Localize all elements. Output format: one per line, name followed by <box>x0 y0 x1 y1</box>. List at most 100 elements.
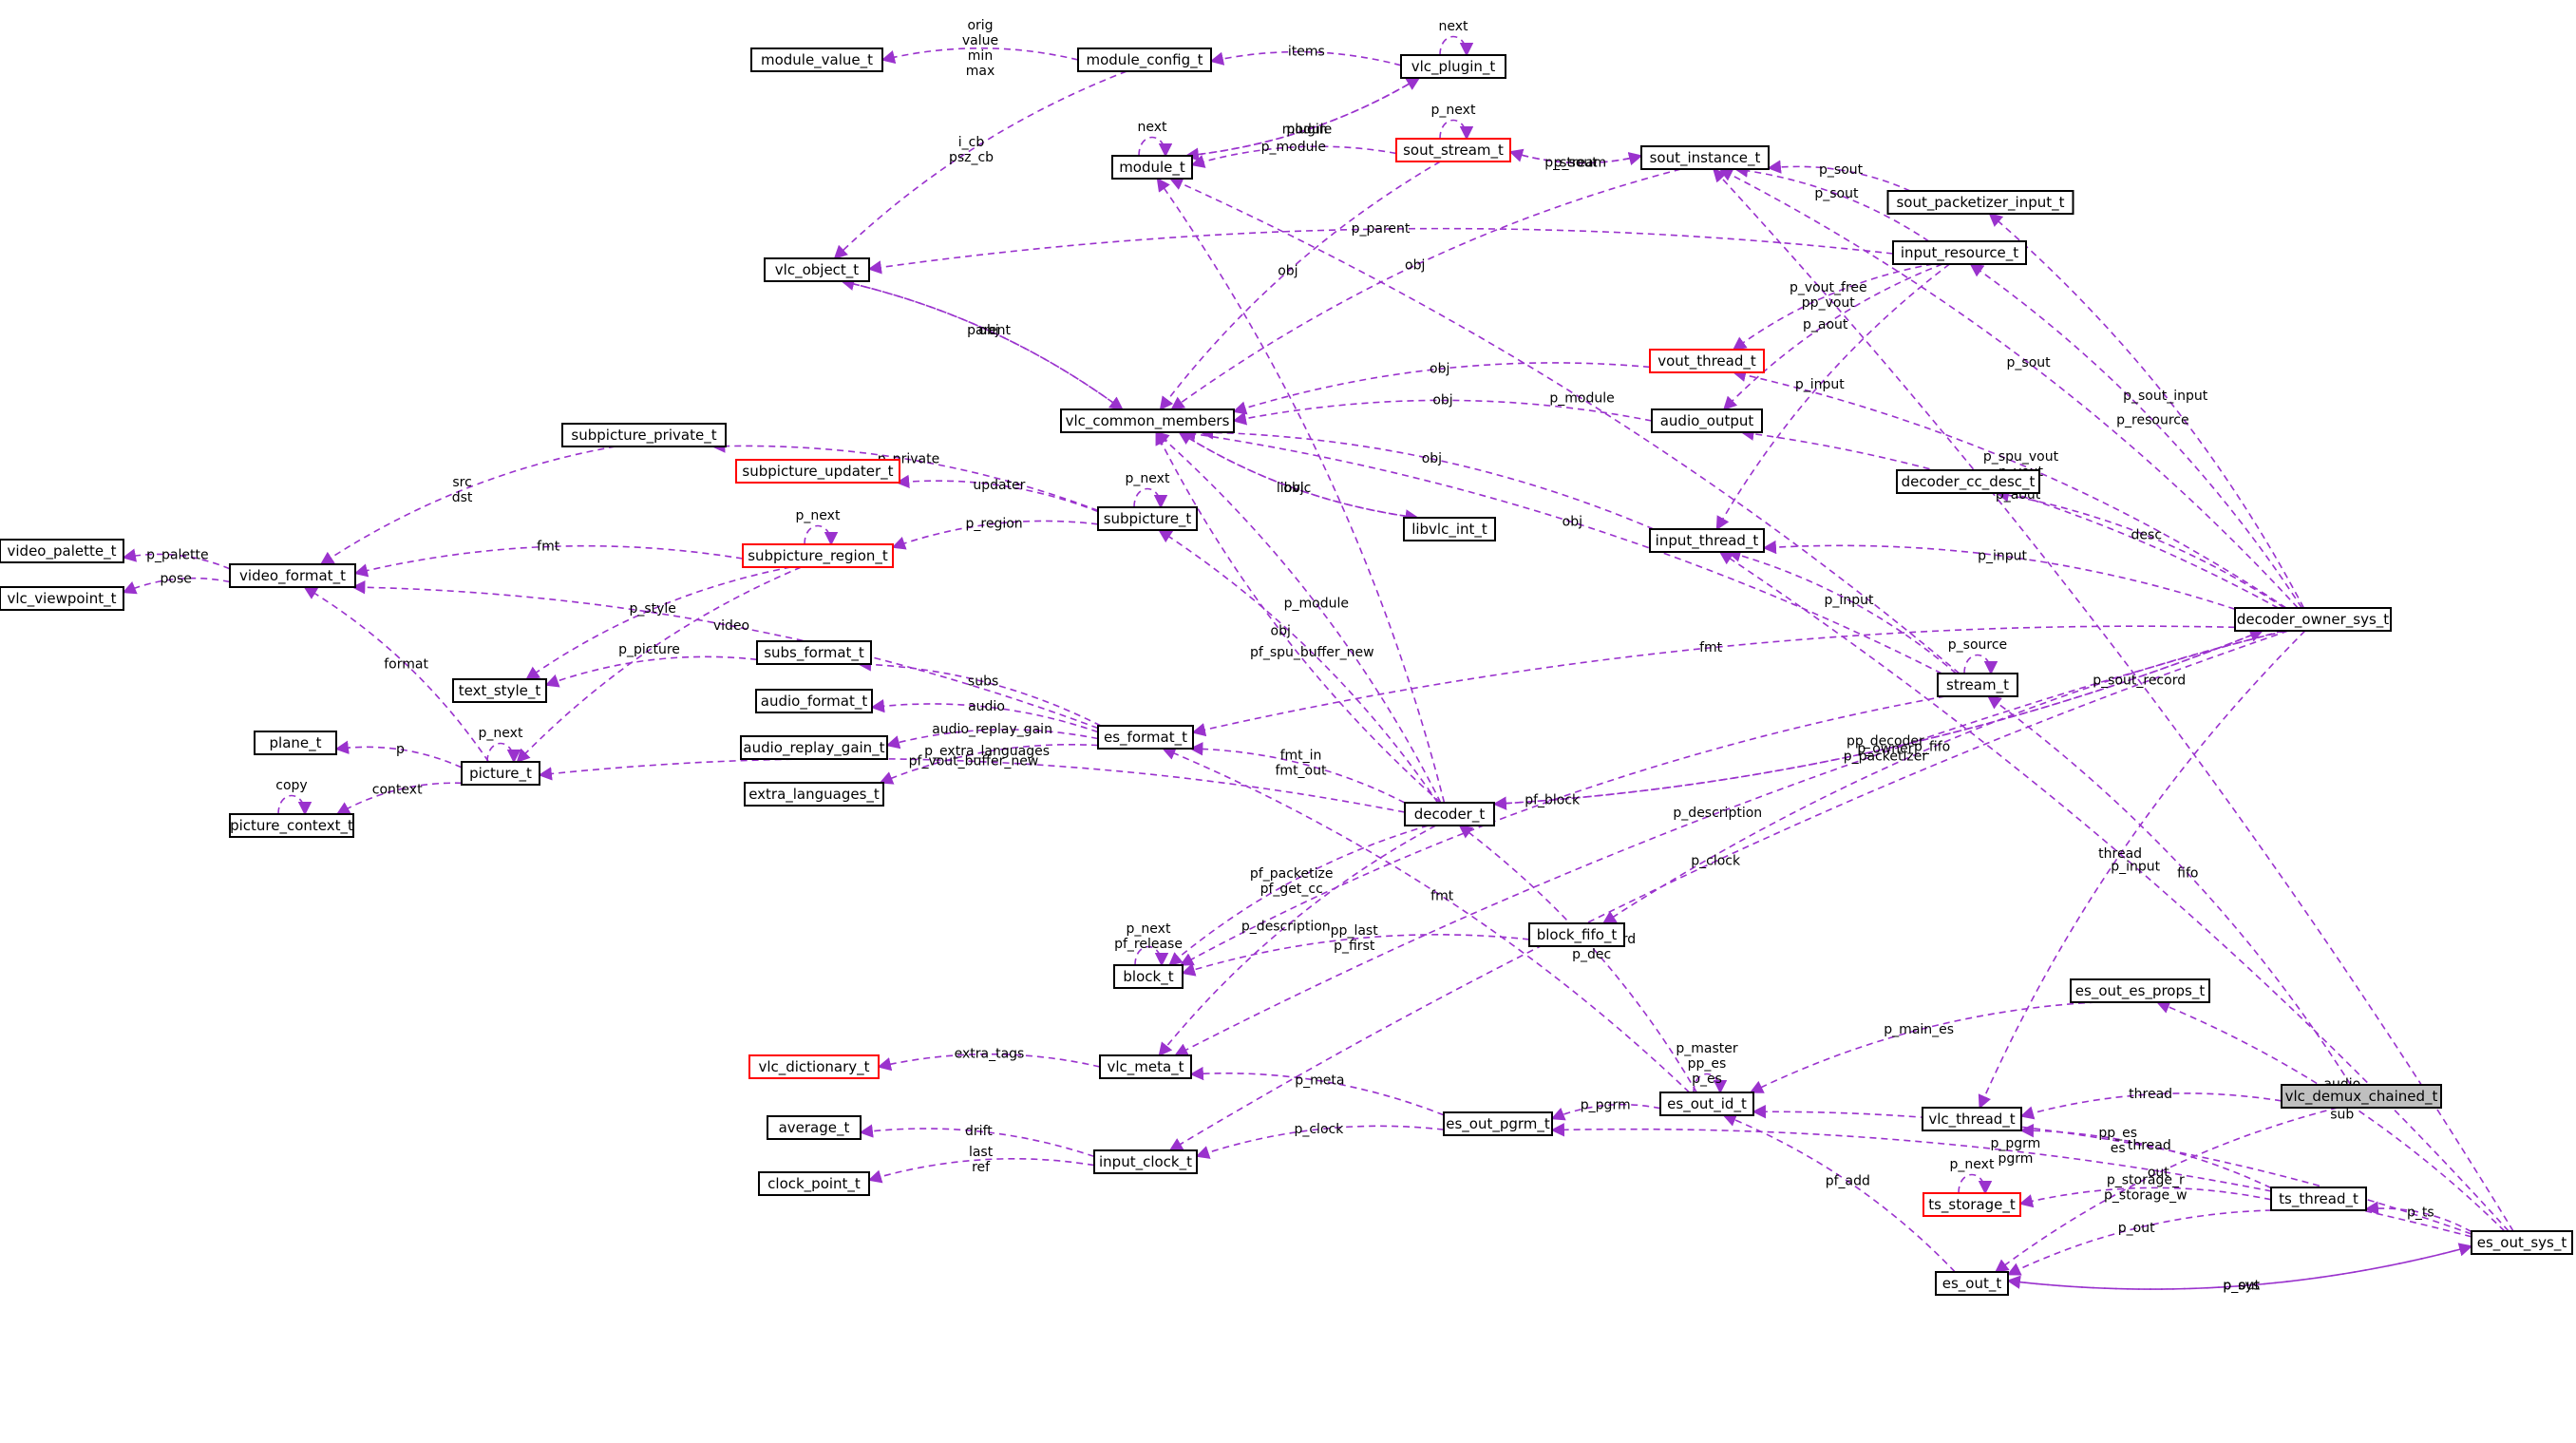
edge-label: value <box>962 33 998 48</box>
node-subpicture-t[interactable]: subpicture_t <box>1097 506 1198 531</box>
edge-label: p_storage_r <box>2107 1172 2185 1187</box>
edge-es-out-pgrm-t-to-vlc-meta-t <box>1189 1066 1445 1116</box>
node-video-palette-t[interactable]: video_palette_t <box>0 539 124 563</box>
node-sout-stream-t[interactable]: sout_stream_t <box>1395 138 1511 162</box>
edge-video-format-t-to-video-palette-t <box>122 548 231 570</box>
node-subs-format-t[interactable]: subs_format_t <box>756 640 872 665</box>
edge-decoder-t-to-block-t <box>1168 825 1430 966</box>
edge-label: p_out <box>2223 1279 2260 1294</box>
edge-label: p_vout_free <box>1790 280 1867 295</box>
node-input-thread-t[interactable]: input_thread_t <box>1649 528 1765 553</box>
node-sout-instance-t[interactable]: sout_instance_t <box>1640 145 1770 170</box>
node-vlc-plugin-t[interactable]: vlc_plugin_t <box>1400 54 1506 79</box>
node-es-out-t[interactable]: es_out_t <box>1935 1271 2009 1296</box>
node-es-out-sys-t[interactable]: es_out_sys_t <box>2471 1230 2573 1255</box>
edge-ts-thread-t-to-vlc-thread-t <box>2019 1123 2272 1189</box>
edge-sout-stream-t-to-sout-stream-t <box>1439 119 1474 141</box>
node-audio-replay-gain-t[interactable]: audio_replay_gain_t <box>740 735 888 760</box>
node-vout-thread-t[interactable]: vout_thread_t <box>1649 349 1765 373</box>
edge-input-resource-t-to-input-thread-t <box>1715 263 1950 531</box>
node-box <box>2070 978 2210 1003</box>
edge-subpicture-t-to-subpicture-updater-t <box>895 474 1099 513</box>
node-extra-languages-t[interactable]: extra_languages_t <box>744 782 884 807</box>
node-audio-output[interactable]: audio_output <box>1651 408 1763 433</box>
edge-input-thread-t-to-vlc-common-members <box>1199 426 1655 530</box>
node-box <box>2471 1230 2573 1255</box>
node-picture-t[interactable]: picture_t <box>461 761 540 786</box>
node-vlc-dictionary-t[interactable]: vlc_dictionary_t <box>748 1054 880 1079</box>
node-box <box>735 459 900 484</box>
node-module-t[interactable]: module_t <box>1111 155 1193 180</box>
node-es-out-pgrm-t[interactable]: es_out_pgrm_t <box>1443 1111 1553 1136</box>
node-vlc-common-members[interactable]: vlc_common_members <box>1060 408 1235 433</box>
node-clock-point-t[interactable]: clock_point_t <box>758 1171 870 1196</box>
edge-label: format <box>384 656 428 672</box>
node-module-value-t[interactable]: module_value_t <box>750 47 883 72</box>
node-subpicture-region-t[interactable]: subpicture_region_t <box>742 543 894 568</box>
node-es-format-t[interactable]: es_format_t <box>1097 725 1194 750</box>
edge-subpicture-t-to-subpicture-region-t <box>891 520 1099 550</box>
edge-picture-t-to-picture-context-t <box>335 782 463 815</box>
edge-label: pp_decoder <box>1847 733 1924 749</box>
node-label: ts_storage_t <box>1928 1196 2016 1214</box>
edge-stream-t-to-block-t <box>1179 695 1946 966</box>
node-vlc-thread-t[interactable]: vlc_thread_t <box>1922 1107 2022 1131</box>
edge-subpicture-region-t-to-text-style-t <box>525 566 791 680</box>
node-block-fifo-t[interactable]: block_fifo_t <box>1528 922 1625 947</box>
node-picture-context-t[interactable]: picture_context_t <box>229 813 354 838</box>
node-label: vlc_object_t <box>775 261 860 279</box>
node-es-out-es-props-t[interactable]: es_out_es_props_t <box>2070 978 2210 1003</box>
edge-sout-instance-t-to-sout-stream-t <box>1508 148 1642 164</box>
edge-input-resource-t-to-audio-output <box>1722 263 1943 411</box>
node-vlc-object-t[interactable]: vlc_object_t <box>764 257 870 282</box>
edge-label: obj <box>1405 257 1425 273</box>
node-box <box>229 563 356 588</box>
node-label: picture_t <box>469 765 532 783</box>
edge-label: p_packetizer <box>1844 749 1928 764</box>
node-layer: module_value_t module_config_t vlc_plugin_… <box>0 47 2573 1296</box>
edge-es-out-sys-t-to-sout-instance-t <box>1713 167 2514 1232</box>
node-decoder-owner-sys-t[interactable]: decoder_owner_sys_t <box>2234 607 2392 632</box>
node-vlc-viewpoint-t[interactable]: vlc_viewpoint_t <box>0 586 124 611</box>
node-box <box>1443 1111 1553 1136</box>
node-vlc-demux-chained-t[interactable]: vlc_demux_chained_t <box>2281 1084 2442 1109</box>
node-sout-packetizer-input-t[interactable]: sout_packetizer_input_t <box>1886 190 2074 215</box>
edge-label: copy <box>275 778 307 793</box>
node-average-t[interactable]: average_t <box>767 1115 862 1140</box>
node-input-clock-t[interactable]: input_clock_t <box>1093 1149 1198 1174</box>
node-module-config-t[interactable]: module_config_t <box>1077 47 1212 72</box>
edge-block-t-to-block-t <box>1134 945 1169 967</box>
edge-label: pf_packetize <box>1250 866 1334 882</box>
node-plane-t[interactable]: plane_t <box>254 731 337 755</box>
edge-label: p_out <box>2118 1221 2155 1236</box>
node-label: sout_stream_t <box>1403 142 1504 160</box>
node-ts-storage-t[interactable]: ts_storage_t <box>1923 1192 2021 1217</box>
node-box <box>2281 1084 2442 1109</box>
edge-label: ref <box>972 1160 991 1175</box>
node-video-format-t[interactable]: video_format_t <box>229 563 356 588</box>
node-text-style-t[interactable]: text_style_t <box>452 678 547 703</box>
node-libvlc-int-t[interactable]: libvlc_int_t <box>1403 517 1496 541</box>
node-stream-t[interactable]: stream_t <box>1937 673 2018 697</box>
edge-label: p_next <box>479 726 523 741</box>
node-block-t[interactable]: block_t <box>1113 964 1184 989</box>
node-audio-format-t[interactable]: audio_format_t <box>755 689 873 713</box>
edge-label: pf_get_cc <box>1260 882 1323 897</box>
node-label: block_t <box>1123 968 1173 986</box>
node-es-out-id-t[interactable]: es_out_id_t <box>1659 1092 1754 1116</box>
edge-label: p_es <box>1692 1072 1722 1087</box>
node-vlc-meta-t[interactable]: vlc_meta_t <box>1099 1054 1192 1079</box>
node-input-resource-t[interactable]: input_resource_t <box>1892 240 2027 265</box>
node-decoder-t[interactable]: decoder_t <box>1404 802 1495 826</box>
node-box <box>744 782 884 807</box>
edge-label: p <box>396 742 405 757</box>
node-label: input_clock_t <box>1099 1153 1192 1171</box>
node-decoder-cc-desc-t[interactable]: decoder_cc_desc_t <box>1896 469 2040 494</box>
edge-sout-stream-t-to-vlc-common-members <box>1159 161 1441 411</box>
edge-label: obj <box>1271 623 1291 638</box>
node-subpicture-updater-t[interactable]: subpicture_updater_t <box>735 459 900 484</box>
node-ts-thread-t[interactable]: ts_thread_t <box>2270 1187 2367 1211</box>
node-subpicture-private-t[interactable]: subpicture_private_t <box>561 423 727 447</box>
edge-label: pf_block <box>1525 792 1581 807</box>
node-label: extra_languages_t <box>748 786 880 804</box>
